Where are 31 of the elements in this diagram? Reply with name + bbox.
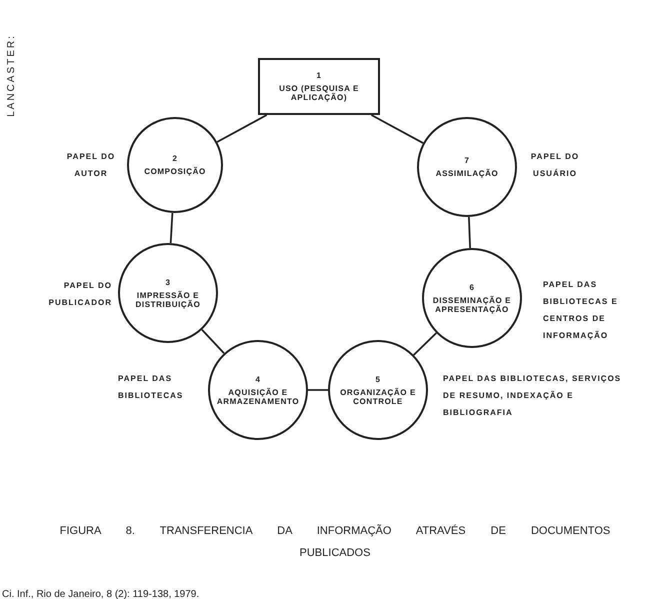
process-box xyxy=(258,58,380,115)
step-label: COMPOSIÇÃO xyxy=(144,167,206,176)
step-label: DISSEMINAÇÃO E APRESENTAÇÃO xyxy=(432,296,512,314)
step-number: 3 xyxy=(165,278,171,286)
step-label: AQUISIÇÃO E ARMAZENAMENTO xyxy=(216,388,300,406)
step-number: 1 xyxy=(316,71,322,80)
connector-line xyxy=(468,216,471,248)
connector-line xyxy=(170,212,174,244)
step-number: 2 xyxy=(172,154,178,163)
author-name: LANCASTER: xyxy=(6,34,17,117)
step-label: ORGANIZAÇÃO E CONTROLE xyxy=(339,388,417,406)
connector-line xyxy=(413,332,437,356)
role-note: PAPEL DO PUBLICADOR xyxy=(48,280,112,309)
connector-line xyxy=(216,114,268,143)
role-note: PAPEL DAS BIBLIOTECAS E CENTROS DE INFORMAÇÃO xyxy=(543,279,619,342)
connector-line xyxy=(201,329,225,354)
connector-line xyxy=(308,389,328,391)
step-label: USO (PESQUISA E APLICAÇÃO) xyxy=(278,84,360,102)
citation-note: Ci. Inf., Rio de Janeiro, 8 (2): 119-138, 1979. xyxy=(2,589,200,599)
role-note: PAPEL DO USUÁRIO xyxy=(530,151,580,180)
role-note: PAPEL DAS BIBLIOTECAS, SERVIÇOS DE RESUMO, INDEXAÇÃO E BIBLIOGRAFIA xyxy=(443,373,622,419)
figure-caption: FIGURA 8. TRANSFERENCIA DA INFORMAÇÃO ATRAVÉS DE DOCUMENTOS PUBLICADOS xyxy=(58,523,612,561)
step-number: 5 xyxy=(375,374,381,384)
role-note: PAPEL DO AUTOR xyxy=(66,151,116,180)
role-note: PAPEL DAS BIBLIOTECAS xyxy=(118,373,184,402)
step-number: 6 xyxy=(469,282,475,292)
step-label: ASSIMILAÇÃO xyxy=(436,169,498,178)
connector-line xyxy=(370,114,424,144)
step-label: IMPRESSÃO E DISTRIBUIÇÃO xyxy=(134,290,202,308)
step-number: 4 xyxy=(255,374,261,384)
step-number: 7 xyxy=(464,156,470,165)
